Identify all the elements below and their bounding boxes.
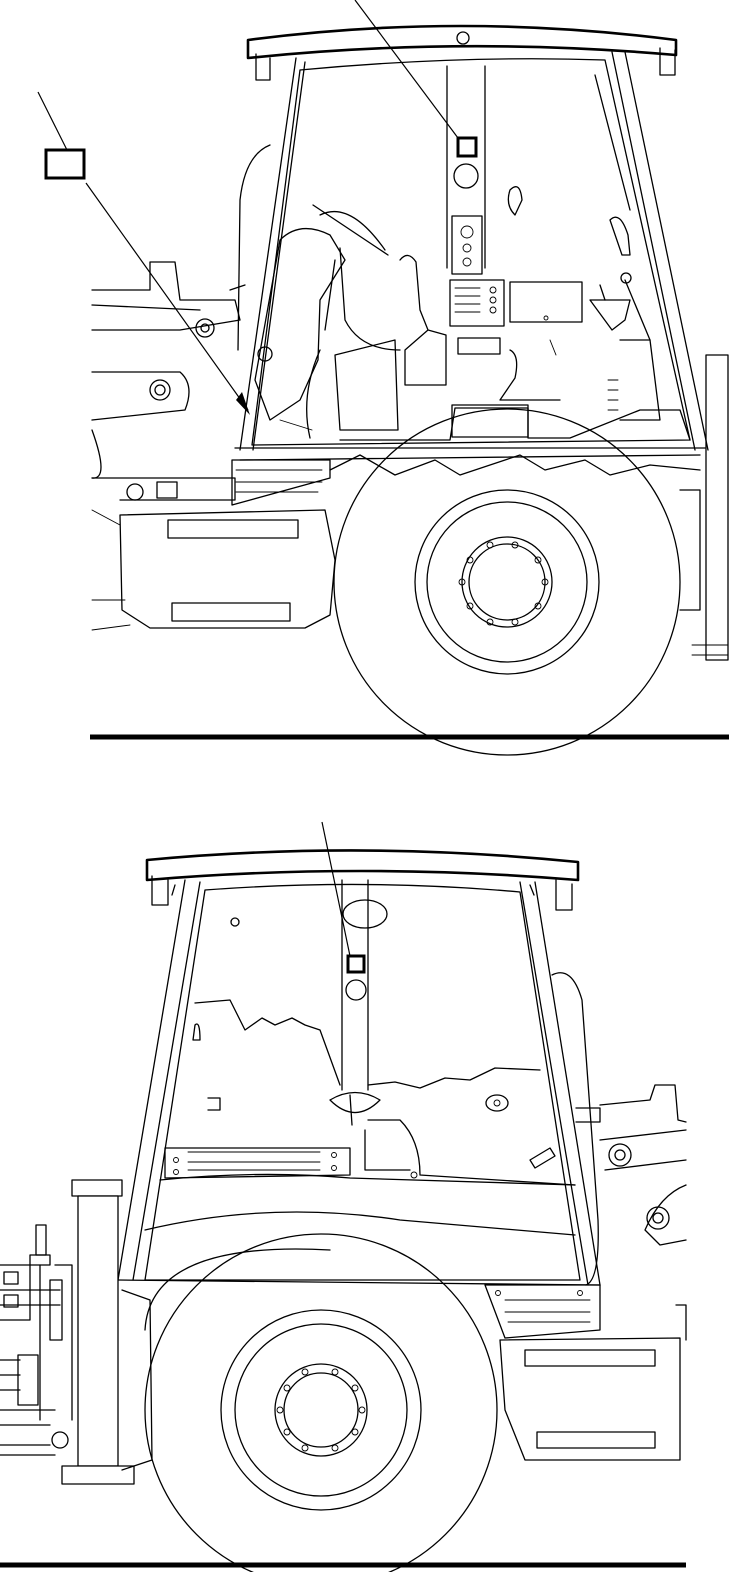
leader-line-2a <box>37 91 68 151</box>
wheel-bolts-left <box>458 541 549 626</box>
right-side-view <box>0 821 687 1572</box>
loader-boom-right <box>599 1084 687 1246</box>
leader-line-2b <box>85 182 249 411</box>
backhoe-frame <box>0 1179 153 1485</box>
loader-boom <box>91 261 241 631</box>
label-marker-3 <box>321 821 366 974</box>
wheel-bolts-right <box>276 1368 366 1452</box>
leader-line-1 <box>354 0 459 139</box>
label-position-box-1 <box>456 136 478 158</box>
label-marker-1 <box>354 0 478 158</box>
rear-wheel-left <box>234 354 729 756</box>
label-marker-2 <box>37 91 250 415</box>
arrowhead-2 <box>236 392 250 415</box>
front-wheel-right <box>144 1233 498 1572</box>
cab-left-side <box>229 24 709 451</box>
leader-line-3 <box>321 821 351 957</box>
front-body <box>119 459 336 629</box>
label-callout-box-2 <box>44 148 86 180</box>
left-side-view <box>37 0 729 756</box>
rear-fender-right <box>117 1279 687 1461</box>
cab-right-side <box>117 849 601 1286</box>
label-position-box-3 <box>346 954 366 974</box>
